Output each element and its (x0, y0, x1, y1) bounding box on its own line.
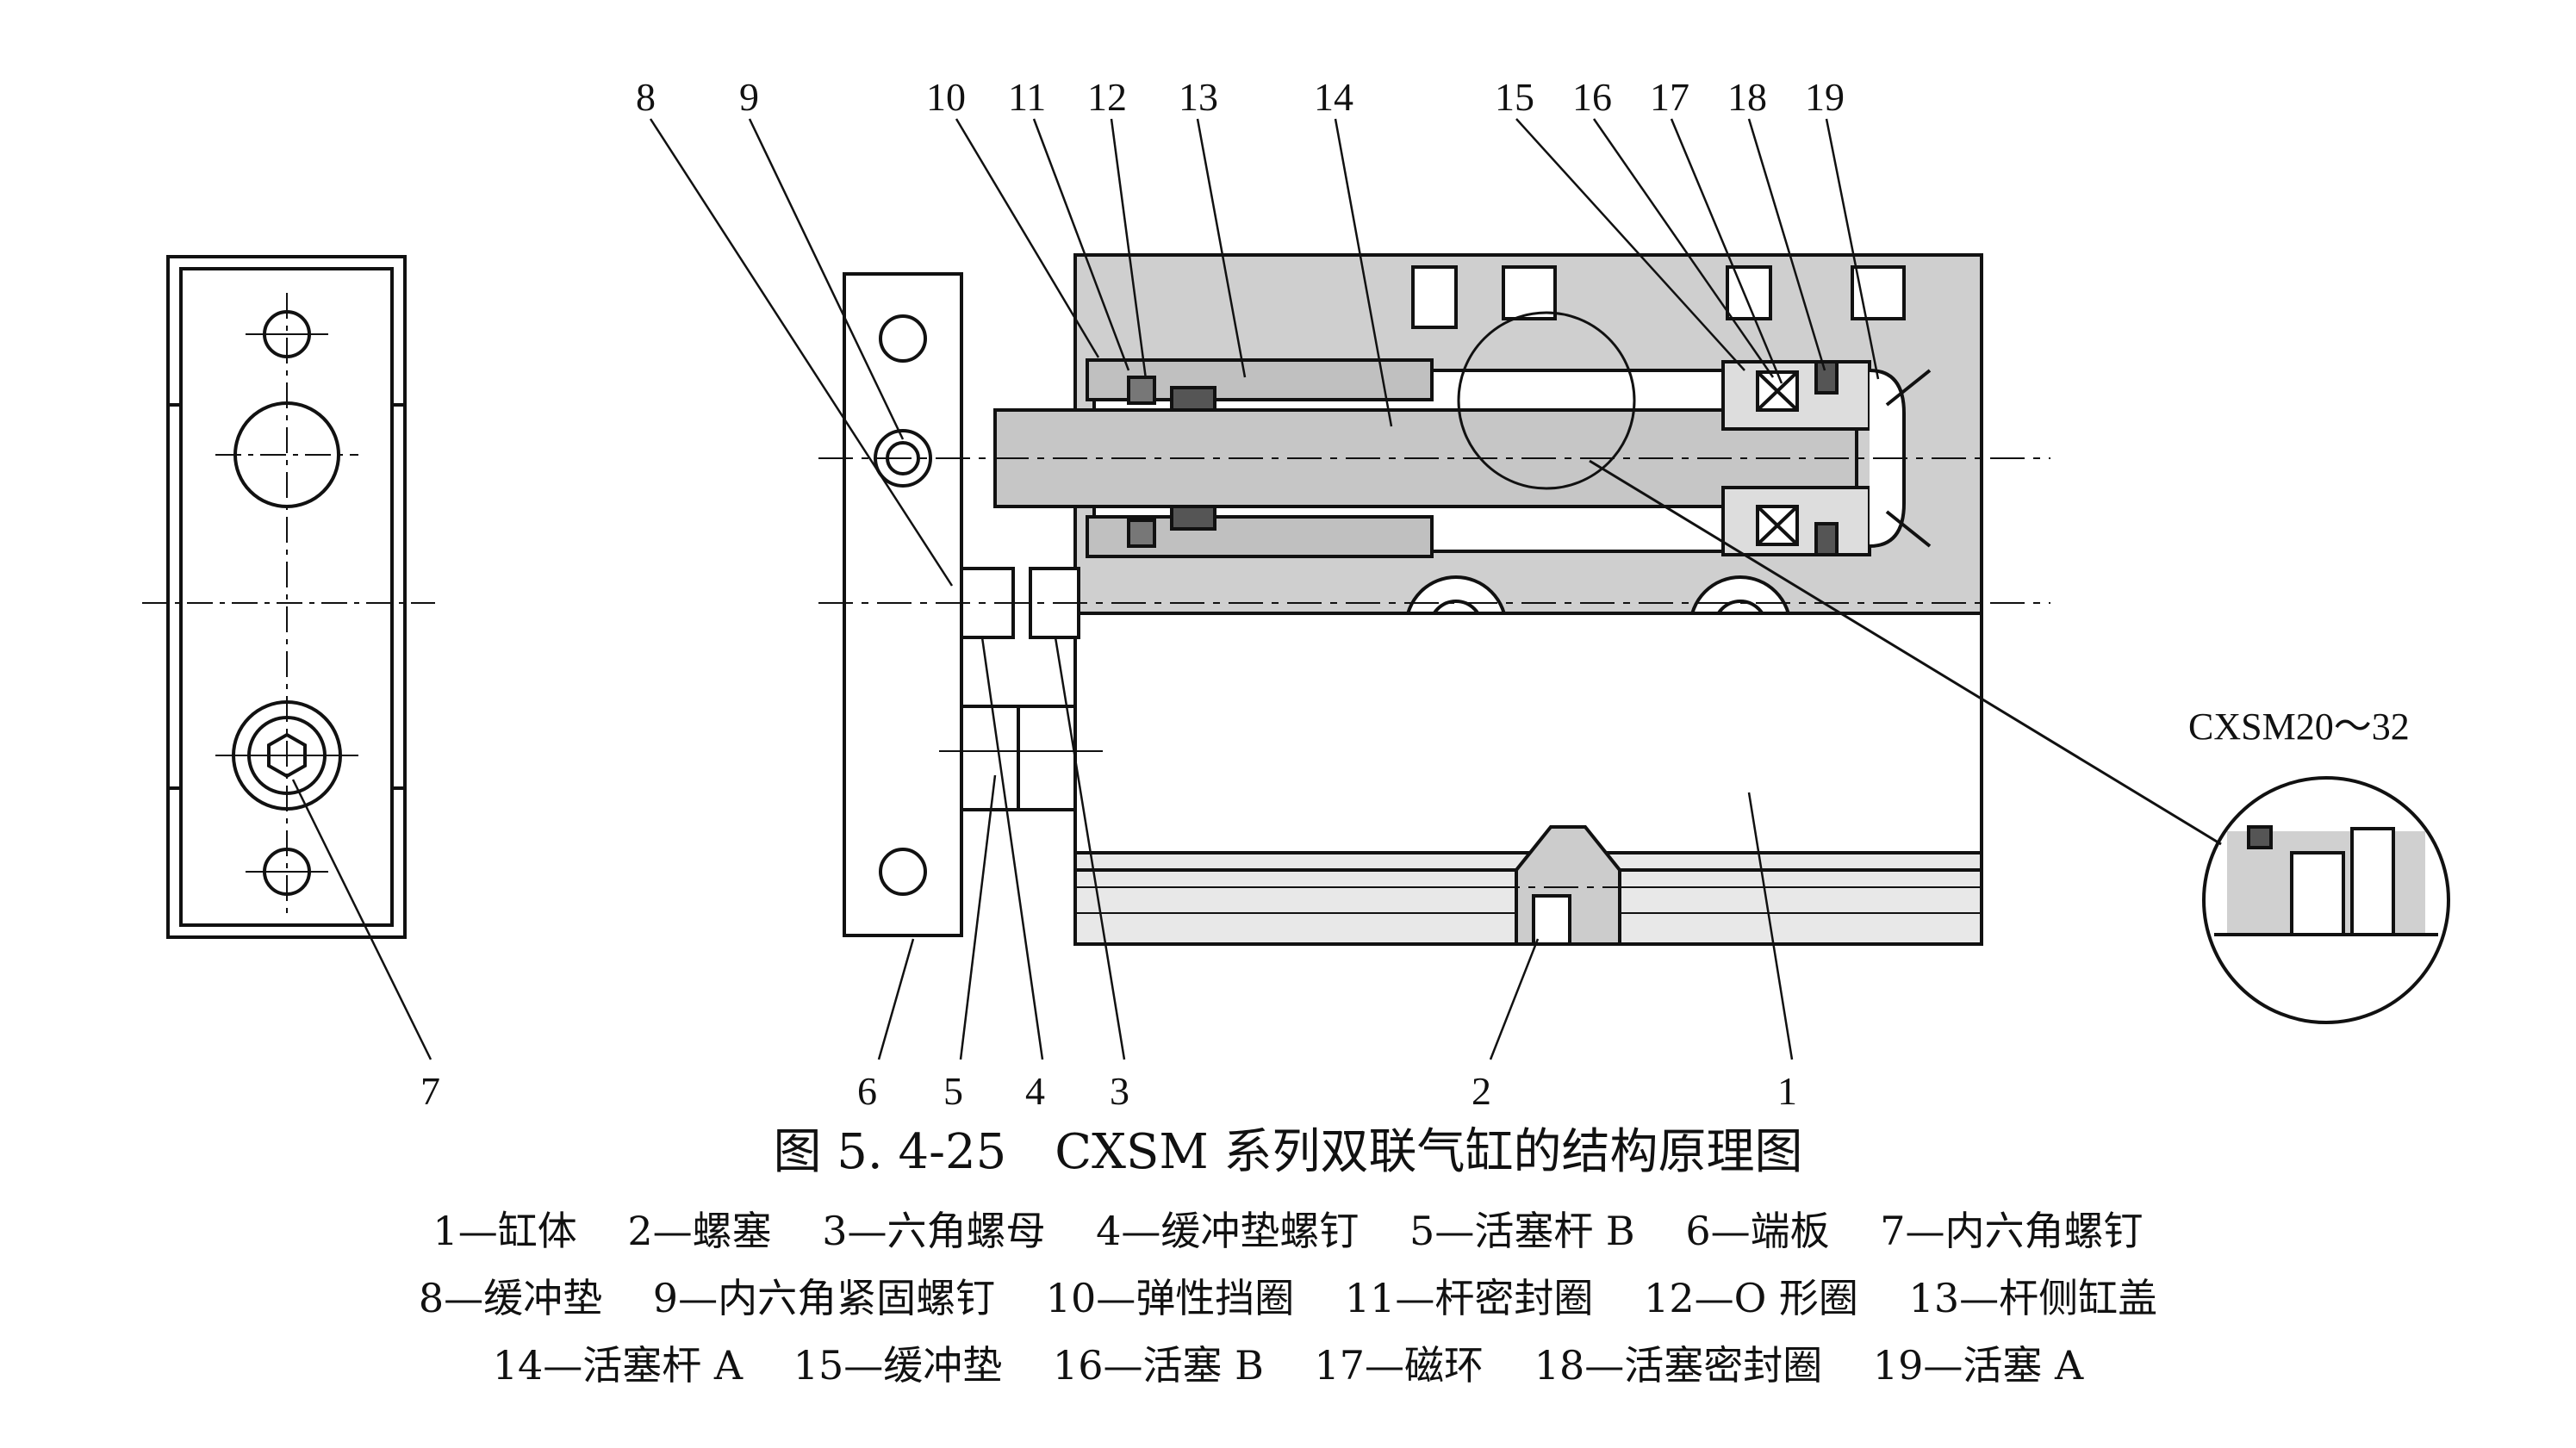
parts-legend: 1—缸体 2—螺塞 3—六角螺母 4—缓冲垫螺钉 5—活塞杆 B 6—端板 7—… (0, 1197, 2576, 1399)
legend-item: 12—O 形圈 (1644, 1275, 1858, 1321)
callout-13: 13 (1179, 75, 1218, 119)
callout-12: 12 (1087, 75, 1127, 119)
end-view (142, 255, 435, 939)
legend-item: 7—内六角螺钉 (1880, 1208, 2144, 1254)
callout-5: 5 (943, 1069, 963, 1113)
legend-item: 5—活塞杆 B (1409, 1208, 1635, 1254)
legend-item: 16—活塞 B (1052, 1342, 1264, 1389)
detail-label: CXSM20～32 (2188, 705, 2410, 748)
callout-15: 15 (1495, 75, 1534, 119)
legend-row: 14—活塞杆 A 15—缓冲垫 16—活塞 B 17—磁环 18—活塞密封圈 1… (0, 1332, 2576, 1399)
figure-caption: 图 5. 4-25 CXSM 系列双联气缸的结构原理图 (773, 1124, 1803, 1180)
callout-10: 10 (926, 75, 966, 119)
callout-4: 4 (1025, 1069, 1045, 1113)
legend-item: 11—杆密封圈 (1344, 1275, 1594, 1321)
legend-item: 1—缸体 (432, 1208, 577, 1254)
detail-view: CXSM20～32 (1589, 459, 2450, 1024)
legend-row: 1—缸体 2—螺塞 3—六角螺母 4—缓冲垫螺钉 5—活塞杆 B 6—端板 7—… (0, 1197, 2576, 1265)
legend-item: 18—活塞密封圈 (1534, 1342, 1823, 1389)
callout-6: 6 (857, 1069, 877, 1113)
section-view (818, 253, 2050, 946)
legend-item: 6—端板 (1685, 1208, 1830, 1254)
legend-item: 13—杆侧缸盖 (1908, 1275, 2158, 1321)
callout-17: 17 (1650, 75, 1689, 119)
callout-3: 3 (1110, 1069, 1129, 1113)
callout-8: 8 (636, 75, 656, 119)
callout-18: 18 (1727, 75, 1767, 119)
legend-item: 17—磁环 (1314, 1342, 1484, 1389)
callout-14: 14 (1314, 75, 1353, 119)
callout-numbers: 8 9 10 11 12 13 14 15 16 17 18 19 7 6 5 … (420, 75, 1845, 1113)
legend-item: 4—缓冲垫螺钉 (1096, 1208, 1360, 1254)
legend-item: 19—活塞 A (1872, 1342, 2084, 1389)
legend-item: 9—内六角紧固螺钉 (652, 1275, 996, 1321)
legend-item: 2—螺塞 (627, 1208, 772, 1254)
callout-7: 7 (420, 1069, 440, 1113)
callout-9: 9 (739, 75, 759, 119)
leader-lines (291, 118, 1880, 1060)
legend-row: 8—缓冲垫 9—内六角紧固螺钉 10—弹性挡圈 11—杆密封圈 12—O 形圈 … (0, 1265, 2576, 1332)
legend-item: 3—六角螺母 (822, 1208, 1046, 1254)
callout-19: 19 (1805, 75, 1845, 119)
legend-item: 10—弹性挡圈 (1045, 1275, 1295, 1321)
legend-item: 15—缓冲垫 (793, 1342, 1003, 1389)
callout-11: 11 (1008, 75, 1046, 119)
callout-16: 16 (1572, 75, 1612, 119)
legend-item: 8—缓冲垫 (418, 1275, 603, 1321)
legend-item: 14—活塞杆 A (492, 1342, 744, 1389)
callout-2: 2 (1472, 1069, 1491, 1113)
callout-1: 1 (1777, 1069, 1797, 1113)
